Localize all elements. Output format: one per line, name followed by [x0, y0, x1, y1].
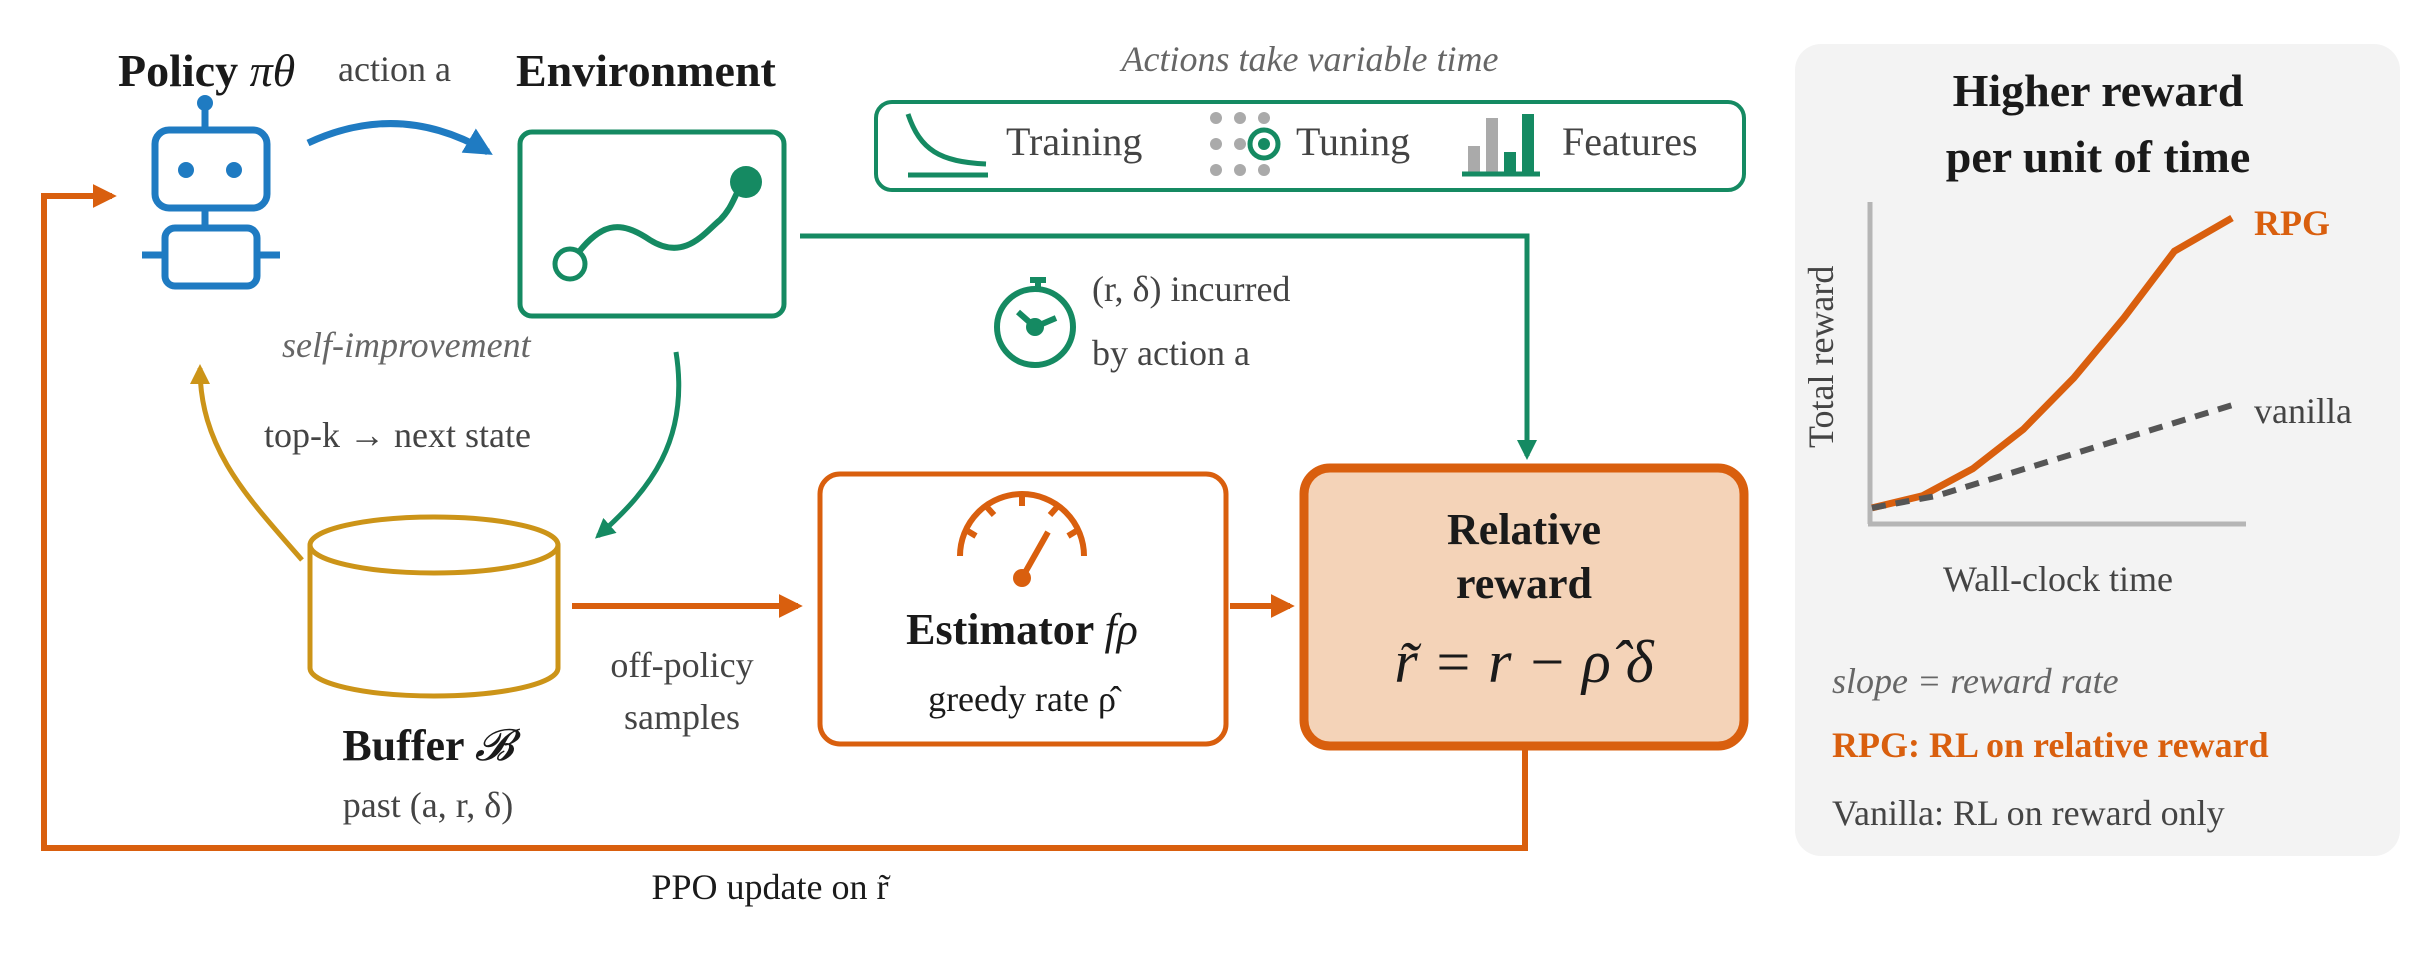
actions-item-features: Features: [1562, 119, 1698, 164]
grid-target-icon: [1210, 112, 1281, 176]
environment-title: Environment: [516, 45, 776, 96]
panel-title-line1: Higher reward: [1952, 65, 2244, 116]
bar-chart-icon: [1462, 114, 1540, 177]
buffer-title-text: Buffer: [342, 721, 464, 770]
ppo-update-label: PPO update on r̃: [651, 867, 889, 907]
buffer-subtitle: past (a, r, δ): [342, 785, 514, 825]
robot-icon: [142, 95, 280, 290]
buffer-cylinder: [307, 514, 561, 699]
trajectory-icon: [552, 166, 762, 282]
estimator-box: [817, 471, 1229, 747]
env-to-buffer-arrow: [595, 351, 682, 539]
relative-reward-line1: Relative: [1447, 505, 1601, 554]
rpg-series-label: RPG: [2254, 203, 2330, 243]
off-policy-line1: off-policy: [610, 645, 754, 685]
reward-rate-panel: [1795, 44, 2400, 856]
environment-box: [517, 129, 787, 319]
action-arrow: [306, 120, 493, 156]
caption-vanilla: Vanilla: RL on reward only: [1832, 793, 2225, 833]
ppo-update-loop: [41, 184, 1528, 851]
vanilla-series-label: vanilla: [2254, 391, 2352, 431]
incurred-line1: (r, δ) incurred: [1092, 269, 1291, 309]
estimator-symbol: fρ: [1104, 605, 1138, 654]
actions-item-tuning: Tuning: [1296, 119, 1411, 164]
buffer-symbol: 𝓑: [474, 721, 514, 770]
policy-title-text: Policy: [118, 45, 239, 96]
topk-label: top-k → next state: [264, 415, 531, 455]
vanilla-series-line: [1871, 402, 2233, 511]
relative-reward-box: [1299, 463, 1749, 751]
actions-caption: Actions take variable time: [1121, 39, 1499, 79]
rpg-series-line: [1871, 214, 2234, 512]
relative-reward-formula: r̃ = r − ρ̂ δ: [1394, 629, 1654, 695]
self-improvement-arrow: [190, 364, 304, 562]
decay-curve-icon: [905, 113, 988, 178]
policy-title: Policy πθ: [118, 44, 295, 97]
relative-reward-line2: reward: [1455, 559, 1593, 608]
off-policy-line2: samples: [624, 697, 740, 737]
reward-signal-arrow: [800, 233, 1537, 460]
caption-rpg: RPG: RL on relative reward: [1832, 725, 2269, 765]
actions-item-training: Training: [1006, 119, 1143, 164]
policy-symbol: πθ: [249, 45, 296, 96]
self-improvement-label: self-improvement: [282, 325, 531, 365]
estimator-subtitle: greedy rate ρ̂: [928, 679, 1116, 719]
panel-title-line2: per unit of time: [1945, 131, 2251, 182]
stopwatch-icon: [994, 277, 1076, 368]
chart-x-label: Wall-clock time: [1942, 559, 2174, 599]
reward-chart: [1867, 202, 2246, 527]
caption-slope: slope = reward rate: [1832, 661, 2119, 701]
incurred-line2: by action a: [1092, 333, 1250, 373]
action-label: action a: [338, 49, 451, 89]
estimator-title-text: Estimator: [906, 605, 1094, 654]
buffer-title: Buffer 𝓑: [342, 720, 513, 771]
gauge-icon: [957, 491, 1087, 587]
estimator-title: Estimator fρ: [906, 604, 1138, 655]
chart-y-label: Total reward: [1801, 265, 1841, 448]
